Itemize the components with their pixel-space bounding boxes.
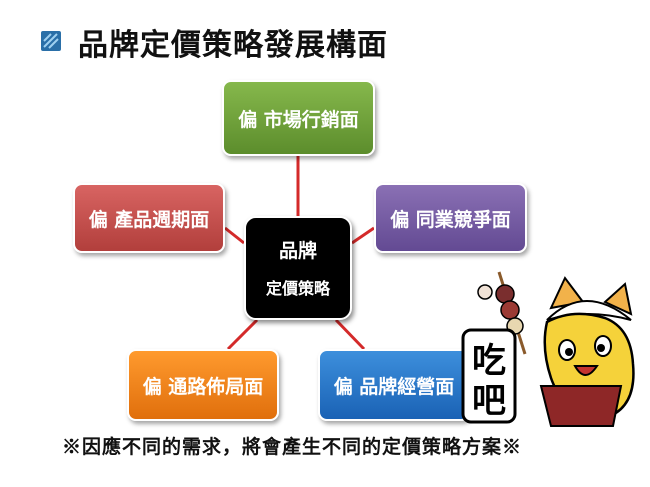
node-market-marketing: 偏 市場行銷面 [222, 80, 375, 156]
node-brand-label: 偏 品牌經營面 [333, 375, 455, 398]
connector-brand [334, 318, 366, 351]
node-channel-layout: 偏 通路佈局面 [127, 349, 279, 421]
center-line1: 品牌 [278, 240, 317, 262]
node-channel-label: 偏 通路佈局面 [142, 375, 264, 398]
connector-competitor [351, 226, 375, 245]
node-industry-competition: 偏 同業競爭面 [374, 183, 527, 253]
center-node: 品牌 定價策略 [244, 216, 352, 320]
connector-lifecycle [224, 226, 245, 245]
mascot-text-2: 吧 [472, 381, 506, 421]
title-bullet-icon [41, 31, 61, 51]
node-product-lifecycle: 偏 產品週期面 [73, 183, 225, 253]
node-market-label: 偏 市場行銷面 [238, 108, 359, 131]
page-title: 品牌定價策略發展構面 [78, 28, 388, 63]
mascot-text-1: 吃 [472, 341, 506, 381]
mascot-illustration: 吃 吧 [461, 271, 635, 427]
center-line2: 定價策略 [265, 279, 330, 298]
footnote: ※因應不同的需求，將會產生不同的定價策略方案※ [62, 436, 523, 458]
connector-channel [226, 318, 259, 351]
node-competitor-label: 偏 同業競爭面 [390, 208, 511, 231]
node-lifecycle-label: 偏 產品週期面 [88, 208, 210, 231]
mascot-speech-bubble: 吃 吧 [461, 328, 517, 424]
node-brand-management: 偏 品牌經營面 [318, 349, 470, 421]
